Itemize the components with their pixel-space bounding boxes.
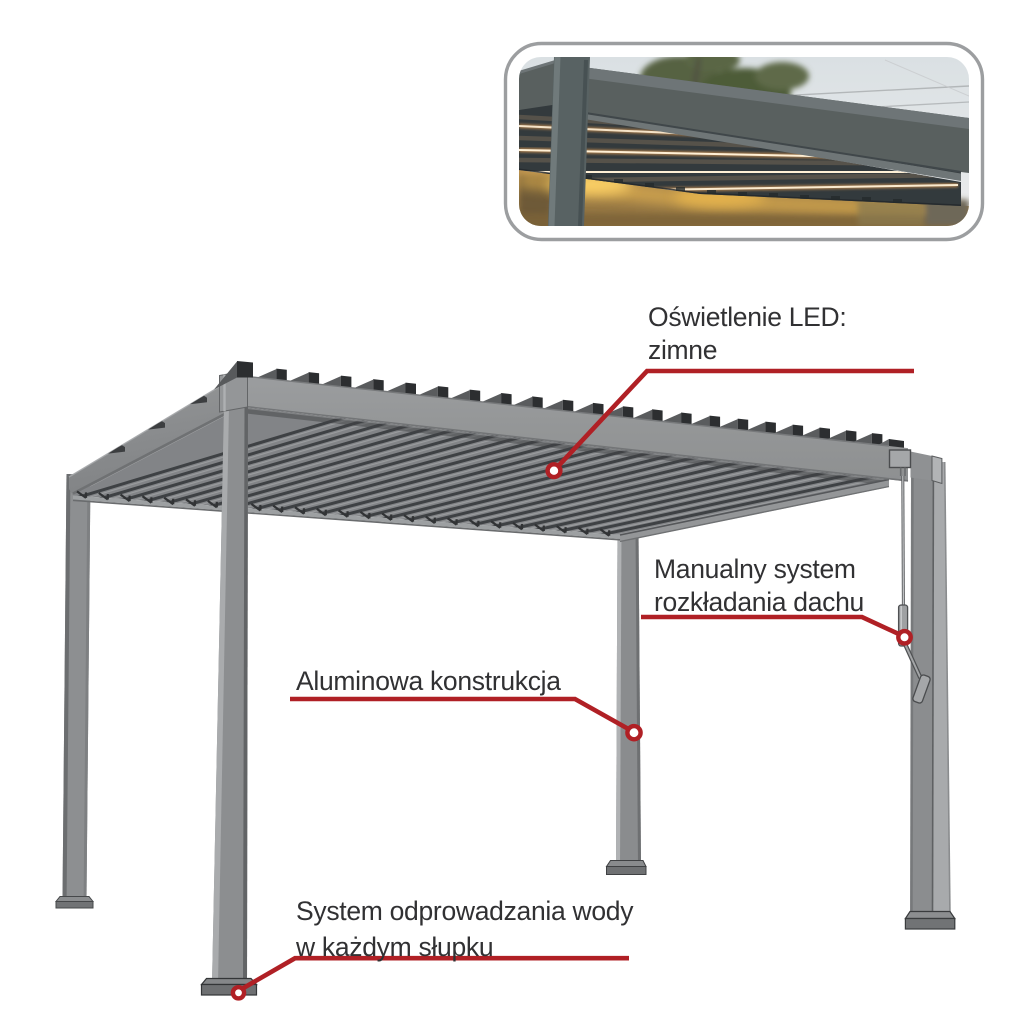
svg-text:w każdym słupku: w każdym słupku: [295, 932, 493, 962]
svg-text:Oświetlenie LED:: Oświetlenie LED:: [648, 302, 846, 332]
svg-text:Aluminowa konstrukcja: Aluminowa konstrukcja: [296, 666, 561, 696]
svg-text:System odprowadzania wody: System odprowadzania wody: [296, 896, 634, 926]
svg-text:Manualny system: Manualny system: [654, 554, 856, 584]
svg-text:zimne: zimne: [648, 335, 717, 365]
svg-text:rozkładania dachu: rozkładania dachu: [654, 587, 864, 617]
